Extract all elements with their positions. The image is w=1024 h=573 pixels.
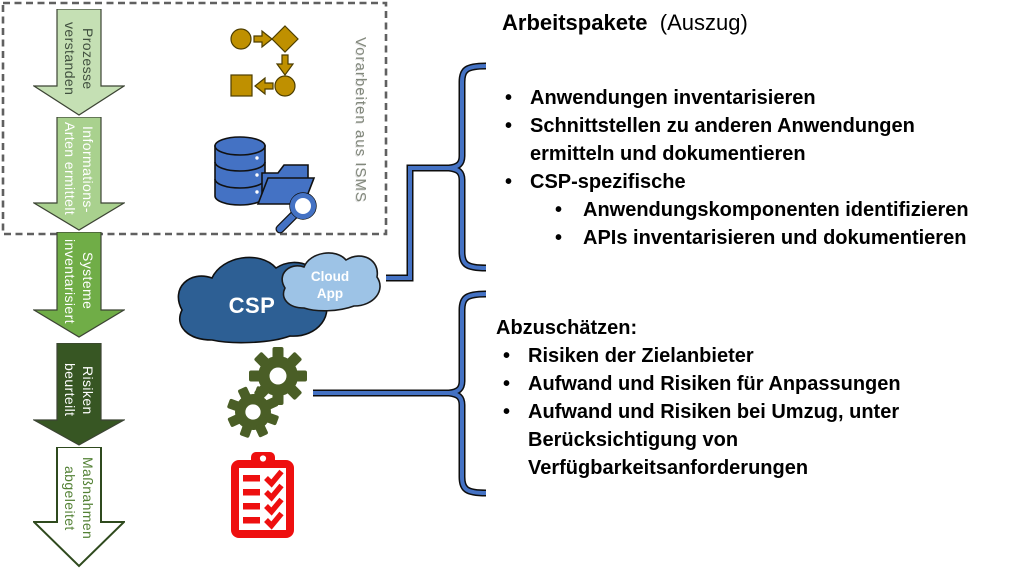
process-flowchart-icon [230, 25, 299, 97]
cloud-app-label-line: Cloud [310, 269, 350, 284]
arrow-label-massnahmen: Maßnahmen abgeleitet [33, 448, 125, 548]
work-packages-list: Anwendungen inventarisieren Schnittstell… [498, 84, 1018, 252]
arrow-label-prozesse: Prozesse verstanden [33, 10, 125, 108]
prework-box-label: Vorarbeiten aus ISMS [344, 34, 376, 206]
arrow-informationsarten-ermittelt [33, 117, 125, 231]
arrow-label-line: Systeme [80, 252, 96, 310]
arrow-label-line: Maßnahmen [80, 456, 96, 540]
arrow-label-line: Risiken [80, 365, 96, 415]
arrow-label-line: Informations- [80, 125, 96, 213]
arrow-label-line: verstanden [62, 22, 78, 96]
arrow-label-risiken: Risiken beurteilt [33, 344, 125, 436]
arrow-label-line: Arten ermittelt [62, 122, 78, 216]
prework-dashed-box [1, 1, 388, 236]
cloud-app-label-line: App [316, 286, 344, 301]
list-item: CSP-spezifische [498, 168, 1018, 196]
gears-icon [227, 347, 307, 438]
arrow-massnahmen-abgeleitet [33, 447, 125, 568]
estimates-list: Abzuschätzen: Risiken der Zielanbieter A… [496, 314, 1016, 482]
arrow-label-informationsarten: Informations- Arten ermittelt [33, 118, 125, 220]
arrow-risiken-beurteilt [33, 343, 125, 446]
work-packages-title-suffix: (Auszug) [659, 10, 748, 35]
list-item: Schnittstellen zu anderen Anwendungen er… [498, 112, 1018, 168]
work-packages-title: Arbeitspakete (Auszug) [502, 10, 748, 36]
arrow-systeme-inventarisiert [33, 232, 125, 338]
work-packages-title-bold: Arbeitspakete [502, 10, 648, 35]
cloud-app-icon [281, 252, 381, 312]
list-item: Aufwand und Risiken bei Umzug, unter Ber… [496, 398, 1016, 482]
arrow-label-line: Prozesse [80, 28, 96, 90]
csp-cloud-label: CSP [228, 293, 276, 318]
database-folder-search-icon [214, 136, 317, 234]
list-subitem: APIs inventarisieren und dokumentieren [498, 224, 1018, 252]
checklist-clipboard-icon [231, 452, 294, 538]
arrow-label-systeme: Systeme inventarisiert [33, 233, 125, 329]
list-item: Risiken der Zielanbieter [496, 342, 1016, 370]
list-item: Aufwand und Risiken für Anpassungen [496, 370, 1016, 398]
arrow-label-line: beurteilt [62, 363, 78, 417]
arrow-label-line: abgeleitet [62, 465, 78, 531]
cloud-app-label: Cloud App [296, 268, 364, 302]
list-subitem: Anwendungskomponenten identifizieren [498, 196, 1018, 224]
prework-box-label-text: Vorarbeiten aus ISMS [352, 37, 369, 203]
list-item: Anwendungen inventarisieren [498, 84, 1018, 112]
estimates-title: Abzuschätzen: [496, 317, 638, 339]
arrow-label-line: inventarisiert [62, 238, 78, 324]
arrow-prozesse-verstanden [33, 9, 125, 116]
